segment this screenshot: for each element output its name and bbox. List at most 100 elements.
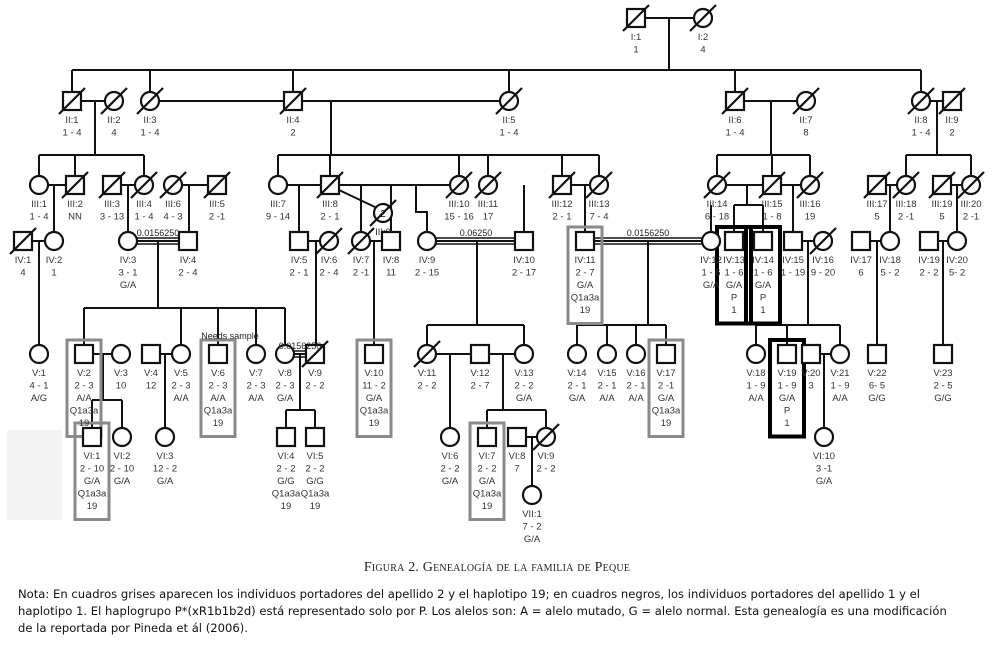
individual-v-11: V:112 - 2 — [413, 340, 441, 392]
individual-info: 2 -1 — [963, 212, 979, 223]
individual-info: 2 - 3 — [208, 381, 227, 392]
individual-info: 1 - 19 — [781, 268, 805, 279]
female-symbol — [566, 343, 588, 365]
individual-id: II:9 — [945, 115, 958, 126]
deceased-slash — [907, 87, 935, 115]
individual-info: A/A — [248, 393, 264, 404]
deceased-slash — [315, 227, 343, 255]
individual-iv-20: IV:205- 2 — [946, 230, 968, 279]
deceased-slash — [347, 227, 375, 255]
deceased-slash — [758, 171, 786, 199]
individual-v-5: V:52 - 3A/A — [170, 343, 192, 404]
individual-info: Q1a3a — [652, 406, 681, 417]
deceased-slash — [938, 87, 966, 115]
individual-id: V:15 — [597, 368, 616, 379]
individual-i-1: I:11 — [622, 4, 650, 56]
individual-info: 2 - 2 — [514, 381, 533, 392]
individual-info: 9 - 20 — [811, 268, 835, 279]
individual-info: 19 — [369, 418, 380, 429]
individual-info: 2 - 2 — [477, 464, 496, 475]
individual-id: III:7 — [270, 199, 286, 210]
individual-iv-6: IV:62 - 4 — [315, 227, 343, 279]
individual-v-14: V:142 - 1G/A — [566, 343, 588, 404]
note-line: Nota: En cuadros grises aparecen los ind… — [18, 587, 920, 601]
individual-iv-13: IV:131 - 6G/AP1 — [723, 230, 745, 316]
individual-v-23: V:232 - 5G/G — [932, 343, 954, 404]
individual-info: 2 - 2 — [276, 464, 295, 475]
individual-info: 4 — [700, 45, 705, 56]
individual-v-18: V:181 - 9A/A — [745, 343, 767, 404]
individual-v-19: V:191 - 9G/AP1 — [776, 343, 798, 429]
individual-info: 2 - 2 — [919, 268, 938, 279]
sibling-count: 2 — [380, 209, 386, 220]
grey-highlight-box — [199, 338, 237, 438]
individual-info: G/G — [868, 393, 885, 404]
individual-id: IV:12 — [700, 255, 722, 266]
individual-info: G/A — [516, 393, 533, 404]
individual-iv-18: IV:185 - 2 — [879, 230, 901, 279]
individual-info: 2 -1 — [353, 268, 369, 279]
individual-info: 1 - 4 — [725, 128, 744, 139]
scan-artifact — [7, 430, 62, 520]
individual-iii-20: III:202 -1 — [957, 171, 985, 223]
individual-info: A/A — [748, 393, 764, 404]
individual-id: III:14 — [706, 199, 727, 210]
male-symbol — [81, 426, 103, 448]
individual-info: 7 — [514, 464, 519, 475]
individual-info: 2 - 1 — [320, 212, 339, 223]
individual-iii-14: III:146 - 18 — [703, 171, 731, 223]
individual-v-21: V:211 - 9A/A — [829, 343, 851, 404]
deceased-slash — [792, 87, 820, 115]
individual-info: 2 - 1 — [626, 381, 645, 392]
individual-id: IV:6 — [321, 255, 338, 266]
individual-info: 19 — [482, 501, 493, 512]
individual-info: 1 - 4 — [911, 128, 930, 139]
female-symbol — [521, 484, 543, 506]
individual-info: 1 — [760, 305, 765, 316]
deceased-slash — [703, 171, 731, 199]
individual-id: V:2 — [77, 368, 91, 379]
individual-info: 3 — [808, 381, 813, 392]
individual-info: G/A — [703, 280, 720, 291]
individual-id: II:7 — [799, 115, 812, 126]
individual-info: 2 — [949, 128, 954, 139]
individual-id: IV:15 — [782, 255, 804, 266]
individual-id: IV:10 — [513, 255, 535, 266]
individual-info: G/A — [779, 393, 796, 404]
grey-highlight-box — [73, 421, 111, 521]
individual-v-4: V:412 — [140, 343, 162, 392]
deceased-slash — [474, 171, 502, 199]
female-symbol — [245, 343, 267, 365]
male-symbol — [932, 343, 954, 365]
individual-info: 2 - 7 — [470, 381, 489, 392]
individual-id: V:4 — [144, 368, 158, 379]
individual-info: G/G — [934, 393, 951, 404]
individual-id: II:6 — [728, 115, 741, 126]
individual-iii-19: III:195 — [928, 171, 956, 223]
consanguinity-v8-v9: 0.0156250 — [279, 341, 322, 351]
individual-info: G/A — [157, 476, 174, 487]
individual-iv-19: IV:192 - 2 — [918, 230, 940, 279]
individual-info: 1 - 4 — [499, 128, 518, 139]
individual-ii-6: II:6 1 - 4 — [721, 87, 749, 139]
individual-id: V:13 — [514, 368, 533, 379]
individual-iv-2: IV:21 — [43, 230, 65, 279]
female-symbol — [813, 426, 835, 448]
individual-iii-15: III:151 - 8 — [758, 171, 786, 223]
individual-info: 9 - 14 — [266, 212, 290, 223]
male-symbol — [776, 343, 798, 365]
individual-info: 1 - 4 — [29, 212, 48, 223]
individual-id: VI:8 — [509, 451, 526, 462]
individual-id: III:8 — [322, 199, 338, 210]
individual-id: III:10 — [448, 199, 469, 210]
individual-ii-5: II:51 - 4 — [495, 87, 523, 139]
male-symbol — [655, 343, 677, 365]
individual-info: 1 — [784, 418, 789, 429]
individual-info: G/A — [120, 280, 137, 291]
male-symbol — [469, 343, 491, 365]
